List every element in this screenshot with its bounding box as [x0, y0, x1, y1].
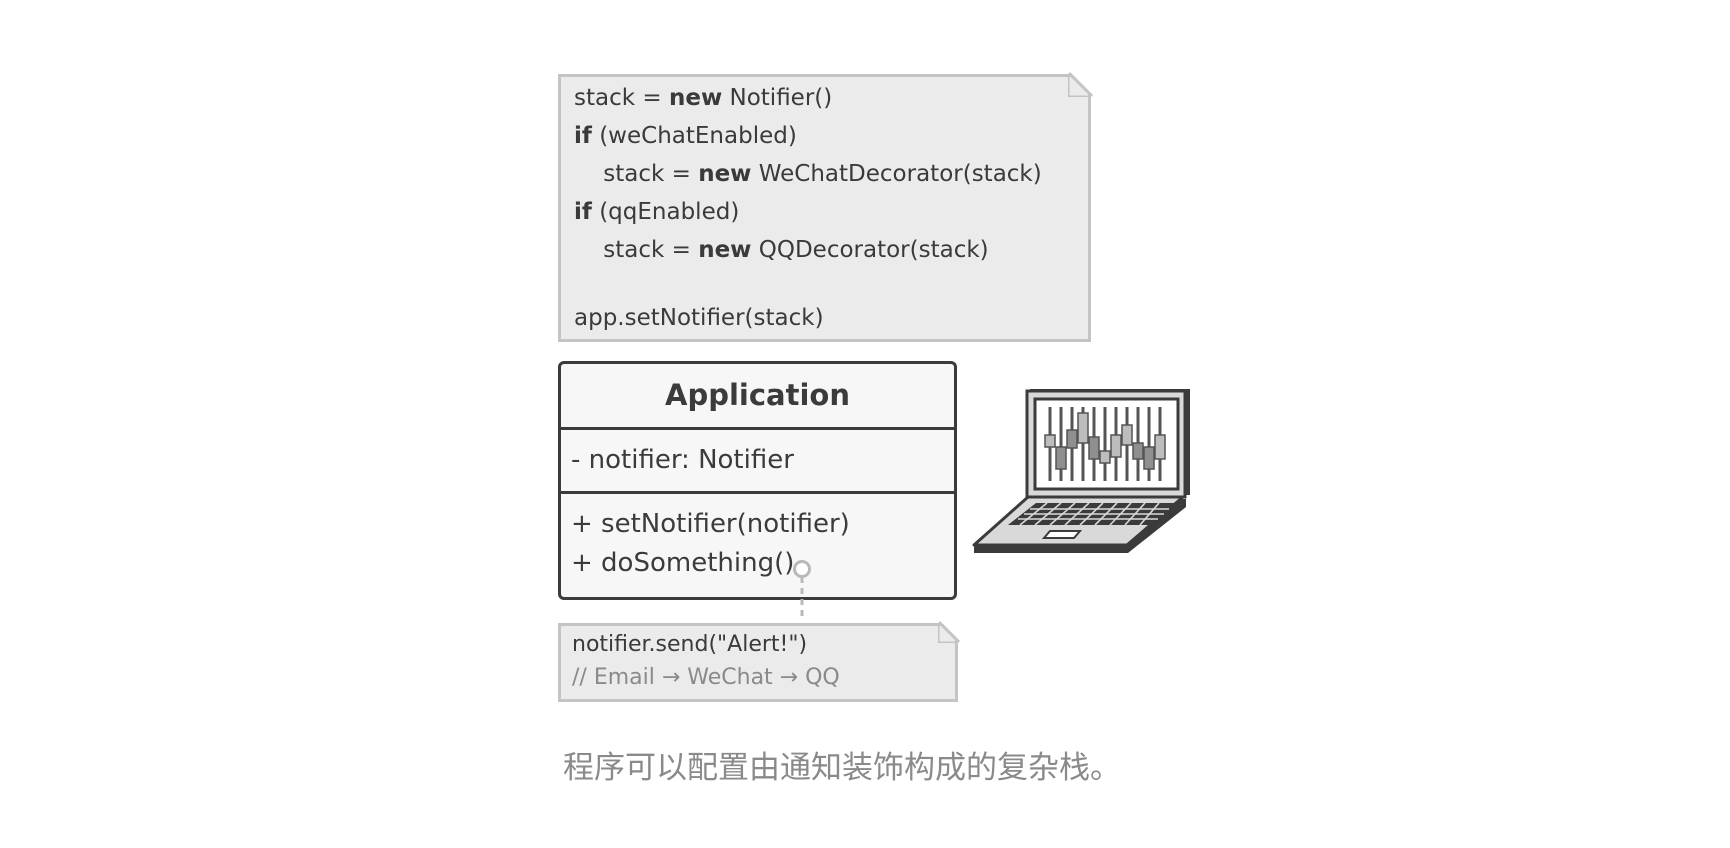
note-connector: [793, 560, 811, 618]
class-separator-2: [561, 491, 954, 494]
code-line-5: stack = new QQDecorator(stack): [574, 237, 989, 263]
method-note-code: notifier.send("Alert!"): [572, 632, 808, 657]
method-note-fold-corner: [938, 620, 961, 643]
code-line-3: stack = new WeChatDecorator(stack): [574, 161, 1042, 187]
class-name: Application: [665, 378, 850, 412]
method-note: notifier.send("Alert!") // Email → WeCha…: [558, 623, 958, 702]
method-note-comment: // Email → WeChat → QQ: [572, 665, 840, 690]
code-line-6: app.setNotifier(stack): [574, 305, 824, 331]
code-note-fold-corner: [1068, 71, 1094, 97]
class-method-1: + setNotifier(notifier): [571, 509, 850, 539]
class-separator-1: [561, 427, 954, 430]
code-line-2: if (weChatEnabled): [574, 123, 797, 149]
diagram-caption: 程序可以配置由通知装饰构成的复杂栈。: [563, 750, 1121, 786]
code-note: stack = new Notifier() if (weChatEnabled…: [558, 74, 1091, 342]
code-line-4: if (qqEnabled): [574, 199, 740, 225]
application-class-box: Application - notifier: Notifier + setNo…: [558, 361, 957, 600]
code-line-1: stack = new Notifier(): [574, 85, 833, 111]
laptop-equalizer-icon: [972, 389, 1190, 553]
class-field: - notifier: Notifier: [571, 445, 794, 475]
class-method-2: + doSomething(): [571, 548, 795, 578]
